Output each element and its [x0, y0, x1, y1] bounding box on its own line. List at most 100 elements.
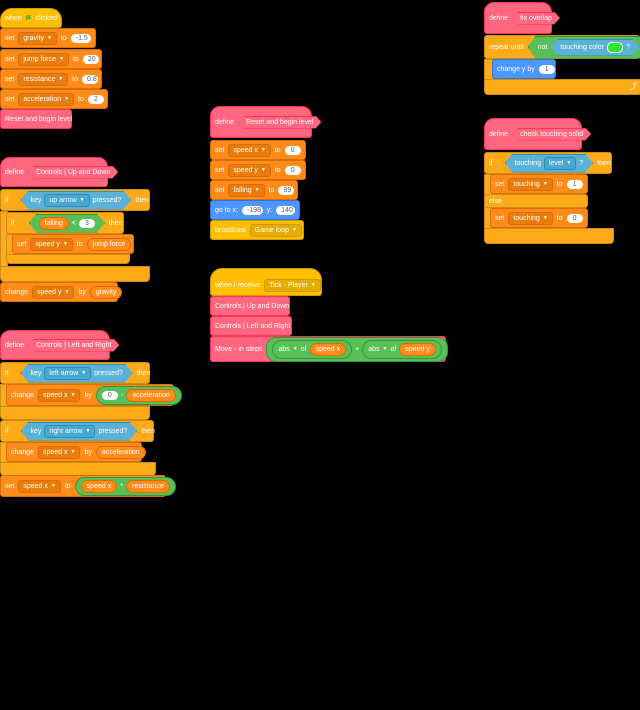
broadcast-game-loop-block[interactable]: broadcast Game loop▼ — [210, 220, 304, 240]
zero-input[interactable]: 0 — [101, 390, 118, 400]
acceleration-reporter[interactable]: acceleration — [126, 388, 176, 402]
target-dropdown[interactable]: level▼ — [544, 157, 576, 170]
lt-label: < — [71, 219, 76, 227]
jump-force-reporter[interactable]: jump force — [86, 237, 132, 251]
color-picker-swatch[interactable] — [607, 42, 623, 53]
set-speed-x-block[interactable]: set speed x▼ to 0 — [210, 140, 306, 160]
variable-dropdown[interactable]: touching▼ — [508, 177, 553, 191]
call-move-in-steps[interactable]: Move - in steps abs▼ of speed x + abs▼ o… — [210, 336, 448, 362]
if-else-touching-block[interactable]: if touching level▼ ? then — [484, 152, 612, 174]
define-reset-begin-level-hat[interactable]: define Reset and begin level — [210, 106, 312, 138]
define-check-touching-solid-hat[interactable]: define check touching solid — [484, 118, 582, 150]
not-operator[interactable]: not touching color ? — [528, 36, 640, 59]
value-input[interactable]: 1 — [566, 179, 583, 189]
variable-dropdown[interactable]: speed y▼ — [30, 237, 73, 251]
repeat-until-block[interactable]: repeat until not touching color ? — [484, 35, 640, 59]
speed-x-reporter[interactable]: speed x — [309, 342, 347, 356]
key-pressed-sensor[interactable]: key right arrow▼ pressed? — [21, 422, 138, 441]
set-acceleration-block[interactable]: set acceleration▼ to 2 — [0, 89, 108, 109]
set-speed-x-times-res-block[interactable]: set speed x▼ to speed x * resistance — [0, 475, 176, 497]
broadcast-label: broadcast — [215, 226, 246, 234]
change-speed-x-minus-acc-block[interactable]: change speed x▼ by 0 - acceleration — [6, 384, 182, 406]
variable-dropdown[interactable]: speed y▼ — [31, 285, 75, 299]
chevron-down-icon: ▼ — [310, 282, 316, 288]
acceleration-reporter[interactable]: acceleration — [95, 445, 146, 459]
change-speed-x-acc-block[interactable]: change speed x▼ by acceleration — [6, 442, 146, 462]
touching-sensor[interactable]: touching level▼ ? — [505, 154, 594, 173]
multiply-operator[interactable]: speed x * resistance — [74, 476, 176, 496]
if-left-arrow-pressed-block[interactable]: if key left arrow▼ pressed? then — [0, 362, 151, 384]
if-falling-lt-3-block[interactable]: if falling < 3 then — [6, 212, 124, 234]
set-speed-y-block[interactable]: set speed y▼ to 0 — [210, 160, 306, 180]
value-input[interactable]: 1 — [538, 64, 555, 74]
set-touching-0-block[interactable]: set touching▼ to 0 — [490, 208, 588, 228]
set-jump-force-block[interactable]: set jump force▼ to 20 — [0, 49, 102, 69]
variable-dropdown[interactable]: acceleration▼ — [18, 92, 75, 106]
change-y-by-block[interactable]: change y by 1 — [492, 59, 556, 79]
value-input[interactable]: 0 — [284, 165, 301, 175]
when-flag-clicked-hat[interactable]: when clicked — [0, 8, 62, 28]
value-input[interactable]: 0 — [284, 145, 301, 155]
change-speed-y-gravity-block[interactable]: change speed y▼ by gravity — [0, 282, 123, 302]
variable-dropdown[interactable]: speed x▼ — [37, 445, 81, 459]
variable-dropdown[interactable]: touching▼ — [508, 211, 553, 225]
question-label: ? — [625, 43, 630, 51]
key-dropdown[interactable]: right arrow▼ — [44, 425, 95, 438]
set-falling-block[interactable]: set falling▼ to 99 — [210, 180, 298, 200]
abs-dropdown[interactable]: abs▼ — [368, 346, 387, 353]
value-input[interactable]: 99 — [278, 185, 295, 195]
set-touching-1-block[interactable]: set touching▼ to 1 — [490, 174, 588, 194]
when-i-receive-hat[interactable]: when I receive Tick - Player▼ — [210, 268, 322, 296]
set-resistance-block[interactable]: set resistance▼ to 0.8 — [0, 69, 102, 89]
call-controls-up-down[interactable]: Controls | Up and Down — [210, 296, 290, 316]
call-controls-left-right[interactable]: Controls | Left and Right — [210, 316, 292, 336]
if-up-arrow-pressed-block[interactable]: if key up arrow▼ pressed? then — [0, 189, 150, 211]
define-fix-overlap-hat[interactable]: define fix overlap — [484, 2, 552, 34]
resistance-reporter[interactable]: resistance — [125, 479, 170, 493]
abs-of-speed-x[interactable]: abs▼ of speed x — [272, 339, 353, 359]
variable-dropdown[interactable]: speed x▼ — [228, 143, 271, 157]
variable-name: falling — [233, 186, 252, 194]
variable-dropdown[interactable]: gravity▼ — [18, 31, 57, 45]
to-label: to — [274, 166, 281, 174]
speed-y-reporter[interactable]: speed y — [399, 342, 436, 356]
call-reset-and-begin-level[interactable]: Reset and begin level — [0, 109, 72, 129]
value-input[interactable]: 0.8 — [82, 74, 99, 84]
gravity-reporter[interactable]: gravity — [89, 285, 123, 299]
variable-dropdown[interactable]: speed x▼ — [37, 388, 81, 402]
value-input[interactable]: 2 — [87, 94, 104, 104]
touching-color-sensor[interactable]: touching color ? — [550, 39, 640, 56]
add-operator[interactable]: abs▼ of speed x + abs▼ of speed y — [266, 336, 448, 362]
variable-dropdown[interactable]: resistance▼ — [18, 72, 69, 86]
chevron-down-icon: ▼ — [59, 56, 64, 62]
message-dropdown[interactable]: Game loop▼ — [249, 223, 302, 237]
message-dropdown[interactable]: Tick - Player▼ — [264, 278, 321, 292]
x-input[interactable]: -198 — [241, 205, 263, 215]
if-right-arrow-pressed-block[interactable]: if key right arrow▼ pressed? then — [0, 420, 155, 442]
set-gravity-block[interactable]: set gravity▼ to -1.5 — [0, 28, 96, 48]
define-controls-up-down-hat[interactable]: define Controls | Up and Down — [0, 157, 108, 187]
go-to-xy-block[interactable]: go to x: -198 y: 140 — [210, 200, 300, 220]
define-controls-left-right-hat[interactable]: define Controls | Left and Right — [0, 330, 110, 360]
abs-of-speed-y[interactable]: abs▼ of speed y — [362, 339, 442, 359]
variable-dropdown[interactable]: speed x▼ — [18, 479, 61, 493]
variable-dropdown[interactable]: falling▼ — [228, 183, 265, 197]
less-than-operator[interactable]: falling < 3 — [29, 214, 105, 233]
value-input[interactable]: -1.5 — [70, 33, 91, 43]
key-dropdown[interactable]: left arrow▼ — [44, 367, 91, 380]
key-pressed-sensor[interactable]: key up arrow▼ pressed? — [21, 191, 132, 210]
lt-value-input[interactable]: 3 — [79, 219, 95, 228]
key-pressed-sensor[interactable]: key left arrow▼ pressed? — [21, 364, 133, 383]
y-input[interactable]: 140 — [276, 205, 295, 215]
variable-dropdown[interactable]: jump force▼ — [18, 52, 69, 66]
falling-reporter[interactable]: falling — [39, 217, 69, 230]
value-input[interactable]: 0 — [566, 213, 583, 223]
set-speed-y-jump-block[interactable]: set speed y▼ to jump force — [12, 234, 134, 254]
subtract-operator[interactable]: 0 - acceleration — [95, 385, 182, 405]
variable-dropdown[interactable]: speed y▼ — [228, 163, 271, 177]
key-dropdown[interactable]: up arrow▼ — [44, 194, 89, 207]
value-input[interactable]: 20 — [82, 54, 99, 64]
abs-dropdown[interactable]: abs▼ — [278, 346, 297, 353]
speed-x-reporter[interactable]: speed x — [80, 479, 118, 493]
set-label: set — [5, 34, 15, 42]
